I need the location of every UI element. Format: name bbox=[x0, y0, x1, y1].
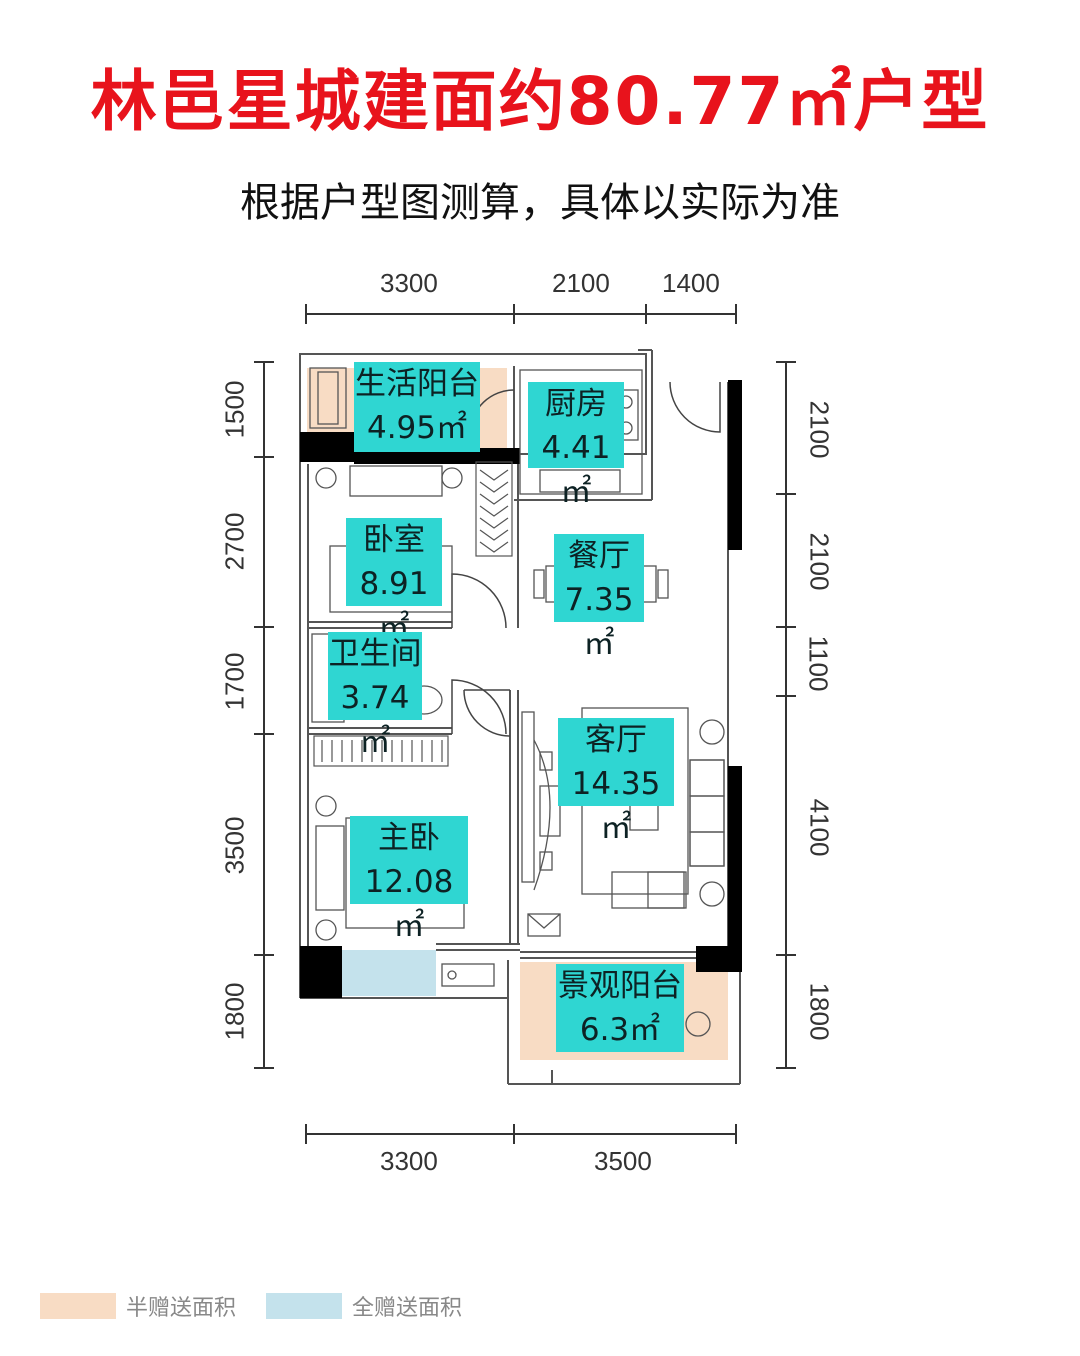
legend-half-gift: 半赠送面积 bbox=[40, 1292, 237, 1321]
room-name: 景观阳台 bbox=[558, 968, 682, 1004]
room-name: 卫生间 bbox=[328, 636, 422, 672]
dim-top-2: 2100 bbox=[552, 268, 610, 298]
room-name: 厨房 bbox=[545, 386, 607, 422]
dim-top-3: 1400 bbox=[662, 268, 720, 298]
dim-left-4: 3500 bbox=[219, 816, 250, 875]
page-subtitle: 根据户型图测算，具体以实际为准 bbox=[240, 180, 840, 226]
dim-right-5: 1800 bbox=[804, 982, 835, 1041]
legend-full-gift: 全赠送面积 bbox=[266, 1292, 463, 1321]
room-name: 客厅 bbox=[585, 722, 647, 758]
room-label-dining: 餐厅 7.35㎡ bbox=[554, 534, 644, 662]
dim-right-3: 1100 bbox=[803, 635, 834, 692]
room-area: 3.74㎡ bbox=[340, 680, 410, 760]
room-name: 生活阳台 bbox=[355, 366, 479, 402]
room-area: 6.3㎡ bbox=[579, 1012, 661, 1048]
dim-left-5: 1800 bbox=[219, 982, 250, 1041]
structural-walls bbox=[300, 380, 742, 998]
dim-right-1: 2100 bbox=[804, 400, 835, 459]
legend-label: 半赠送面积 bbox=[126, 1296, 237, 1321]
room-label-kitchen: 厨房 4.41㎡ bbox=[528, 382, 624, 510]
dim-left-2: 2700 bbox=[219, 512, 250, 571]
room-name: 主卧 bbox=[378, 820, 440, 856]
dim-right-4: 4100 bbox=[804, 798, 835, 857]
page-title: 林邑星城建面约80.77㎡户型 bbox=[90, 63, 990, 140]
dim-right-2: 2100 bbox=[804, 532, 835, 591]
room-label-bedroom: 卧室 8.91㎡ bbox=[346, 518, 442, 646]
legend-swatch bbox=[266, 1293, 342, 1319]
full-gift-area-bay-window bbox=[342, 950, 436, 996]
legend-swatch bbox=[40, 1293, 116, 1319]
room-name: 餐厅 bbox=[568, 538, 630, 574]
dim-bottom-1: 3300 bbox=[380, 1146, 438, 1176]
wardrobe-hatch bbox=[313, 461, 513, 767]
room-label-living-balcony: 生活阳台 4.95㎡ bbox=[354, 362, 480, 452]
room-label-view-balcony: 景观阳台 6.3㎡ bbox=[556, 964, 684, 1052]
dim-bottom-2: 3500 bbox=[594, 1146, 652, 1176]
dim-left-1: 1500 bbox=[219, 380, 250, 439]
dim-top-1: 3300 bbox=[380, 268, 438, 298]
room-label-living-room: 客厅 14.35㎡ bbox=[558, 718, 674, 846]
dimension-lines bbox=[254, 304, 796, 1144]
room-area: 12.08㎡ bbox=[364, 864, 454, 944]
room-area: 4.41㎡ bbox=[541, 430, 611, 510]
room-area: 4.95㎡ bbox=[366, 410, 468, 446]
room-area: 14.35㎡ bbox=[571, 766, 661, 846]
legend-label: 全赠送面积 bbox=[352, 1296, 463, 1321]
room-label-bathroom: 卫生间 3.74㎡ bbox=[328, 632, 422, 760]
room-label-master-bedroom: 主卧 12.08㎡ bbox=[350, 816, 468, 944]
dim-left-3: 1700 bbox=[219, 652, 250, 711]
room-name: 卧室 bbox=[363, 522, 425, 558]
room-area: 7.35㎡ bbox=[564, 582, 634, 662]
